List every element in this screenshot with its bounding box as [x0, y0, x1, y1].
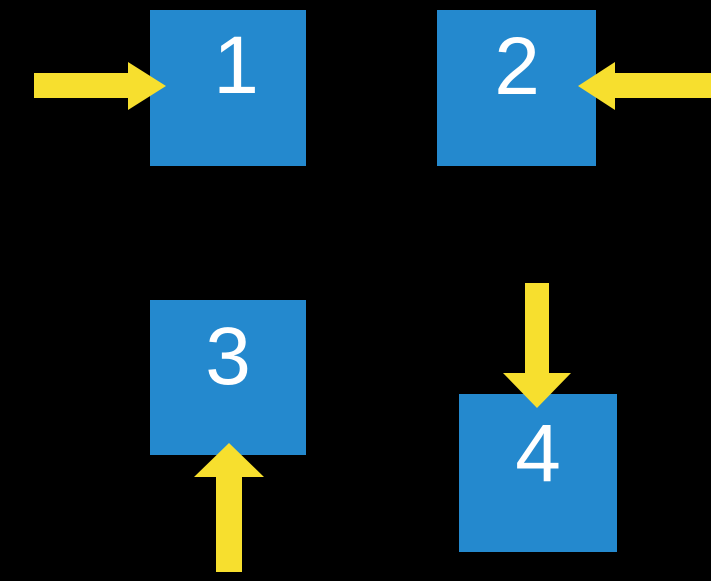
node-label-4: 4	[515, 408, 561, 499]
node-label-1: 1	[213, 20, 259, 111]
arrow-into-box-2-icon	[578, 62, 711, 110]
arrow-into-box-3-icon	[194, 443, 264, 572]
node-box-4[interactable]	[459, 394, 617, 552]
node-label-2: 2	[494, 21, 540, 112]
node-box-3[interactable]	[150, 300, 306, 455]
node-box-1[interactable]	[150, 10, 306, 166]
node-box-2[interactable]	[437, 10, 596, 166]
arrow-into-box-4-icon	[503, 283, 571, 408]
node-label-3: 3	[205, 311, 251, 402]
arrow-into-box-1-icon	[34, 62, 166, 110]
